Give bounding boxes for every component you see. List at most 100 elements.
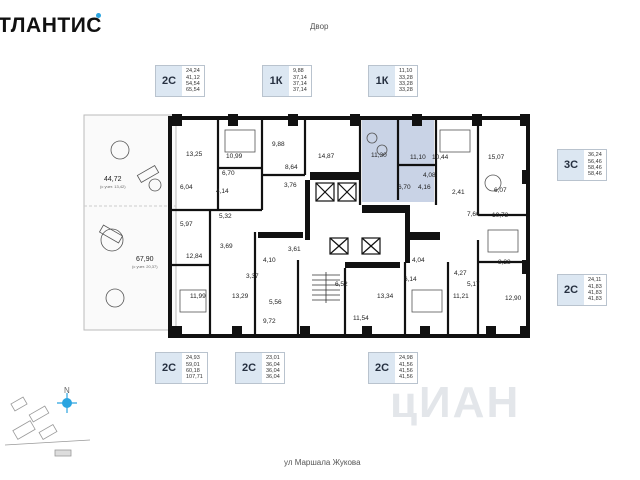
unit-type-code: 2С (558, 275, 584, 305)
room-area: 6,07 (494, 187, 507, 194)
interior-walls (170, 118, 528, 336)
area-value: 36,04 (266, 361, 280, 368)
area-value: 24,98 (399, 355, 413, 362)
room-area: 4,16 (418, 184, 431, 191)
unit-type-code: 2С (369, 353, 395, 383)
room-area: 6,14 (404, 276, 417, 283)
unit-badge-2c-sw[interactable]: 2С 24,93 59,01 60,18 107,71 (155, 352, 208, 384)
area-value: 33,28 (399, 87, 413, 94)
unit-badge-2c-nw[interactable]: 2С 24,24 41,12 54,54 65,54 (155, 65, 205, 97)
area-value: 36,04 (266, 374, 280, 381)
area-value: 36,24 (588, 152, 602, 159)
area-value: 60,18 (186, 368, 200, 374)
area-value: 24,24 (186, 68, 200, 75)
compass-north-label: N (64, 386, 70, 395)
room-area: 14,87 (318, 153, 335, 160)
area-value: 41,83 (588, 283, 602, 290)
site-map (4, 396, 91, 457)
room-area: 9,88 (272, 141, 285, 148)
room-area: 10,44 (432, 154, 449, 161)
area-value: 41,12 (186, 74, 200, 81)
unit-badge-2c-se[interactable]: 2С 24,98 41,56 41,56 41,56 (368, 352, 418, 384)
terrace-area-south: 67,90 (136, 256, 154, 263)
room-area: 4,04 (412, 257, 425, 264)
building-core (258, 172, 440, 268)
area-value: 33,28 (399, 81, 413, 87)
courtyard-label: Двор (310, 22, 329, 31)
street-label: ул Маршала Жукова (284, 458, 361, 467)
facade-pillars (172, 114, 530, 338)
area-value: 54,54 (186, 81, 200, 87)
room-area: 3,69 (220, 243, 233, 250)
room-area: 6,70 (398, 184, 411, 191)
unit-type-code: 2С (156, 66, 182, 96)
room-area: 4,10 (263, 257, 276, 264)
cian-watermark: цИАН (390, 378, 521, 427)
room-area: 7,66 (467, 211, 480, 218)
brand-dot-icon (96, 13, 101, 18)
area-value: 37,14 (293, 81, 307, 87)
room-area: 13,34 (377, 293, 394, 300)
area-value: 41,56 (399, 374, 413, 381)
unit-badge-2c-e[interactable]: 2С 24,11 41,83 41,83 41,83 (557, 274, 607, 306)
area-value: 33,28 (399, 74, 413, 81)
room-area: 2,41 (452, 189, 465, 196)
area-value: 41,83 (588, 290, 602, 296)
furniture (98, 129, 519, 313)
room-area: 9,72 (263, 318, 276, 325)
area-value: 58,46 (588, 165, 602, 171)
room-area: 3,61 (288, 246, 301, 253)
terrace-note-north: (с учет. 13,42) (100, 184, 126, 189)
terrace-note-south: (с учет. 20,37) (132, 264, 158, 269)
room-area: 6,70 (222, 170, 235, 177)
room-area: 3,76 (284, 182, 297, 189)
area-value: 65,54 (186, 87, 200, 94)
terrace-area (83, 114, 177, 331)
unit-type-code: 2С (236, 353, 262, 383)
area-value: 107,71 (186, 374, 203, 381)
room-area: 10,73 (492, 212, 509, 219)
area-value: 24,93 (186, 355, 200, 362)
unit-type-code: 3С (558, 150, 584, 180)
area-value: 58,46 (588, 171, 602, 178)
room-area: 4,27 (454, 270, 467, 277)
area-value: 56,46 (588, 158, 602, 165)
outer-wall (168, 116, 530, 338)
elevator-shafts (315, 182, 381, 255)
area-value: 37,14 (293, 87, 307, 94)
room-area: 12,90 (505, 295, 522, 302)
room-area: 15,07 (488, 154, 505, 161)
compass-rose (57, 393, 77, 413)
unit-badge-3c[interactable]: 3С 36,24 56,46 58,46 58,46 (557, 149, 607, 181)
room-area: 12,84 (186, 253, 203, 260)
room-area: 6,04 (180, 184, 193, 191)
unit-badge-2c-s[interactable]: 2С 23,01 36,04 36,04 36,04 (235, 352, 285, 384)
area-value: 41,56 (399, 368, 413, 374)
room-area: 11,21 (453, 293, 469, 300)
room-area: 5,32 (219, 213, 232, 220)
area-value: 36,04 (266, 368, 280, 374)
room-area: 4,08 (423, 172, 436, 179)
room-area: 8,64 (285, 164, 298, 171)
area-value: 9,88 (293, 68, 304, 75)
area-value: 41,83 (588, 296, 602, 303)
room-area: 8,28 (498, 259, 511, 266)
area-value: 59,01 (186, 361, 200, 368)
room-area: 13,29 (232, 293, 249, 300)
room-area: 5,17 (467, 281, 480, 288)
staircase (312, 272, 340, 303)
room-area: 11,10 (410, 154, 426, 161)
room-area: 3,37 (246, 273, 259, 280)
area-value: 37,14 (293, 74, 307, 81)
unit-badge-1k-a[interactable]: 1К 9,88 37,14 37,14 37,14 (262, 65, 312, 97)
brand-logo: ТЛАНТИС (0, 14, 102, 37)
unit-type-code: 2С (156, 353, 182, 383)
area-value: 11,10 (399, 68, 413, 75)
room-area: 11,54 (353, 315, 369, 322)
unit-type-code: 1К (369, 66, 395, 96)
area-value: 23,01 (266, 355, 280, 362)
room-area: 5,97 (180, 221, 193, 228)
unit-badge-1k-b[interactable]: 1К 11,10 33,28 33,28 33,28 (368, 65, 418, 97)
room-area: 6,52 (335, 281, 348, 288)
